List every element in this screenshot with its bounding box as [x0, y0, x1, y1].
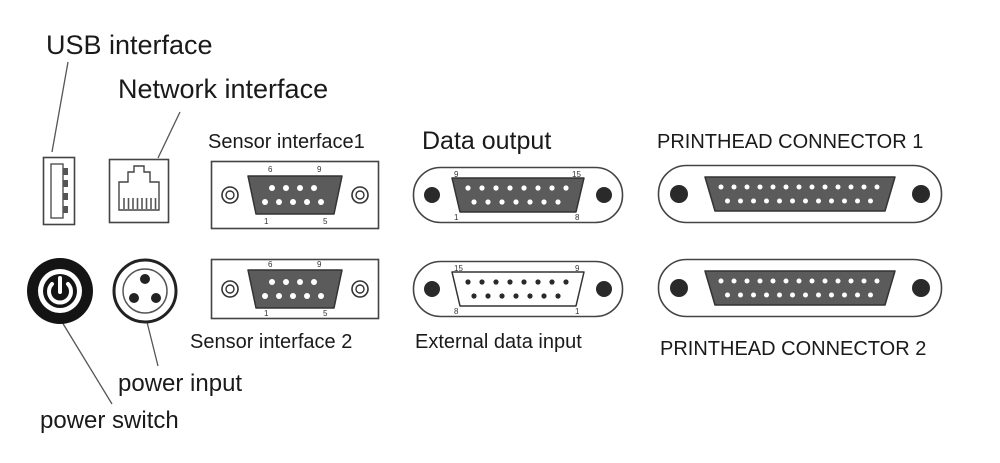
- pin: [796, 184, 802, 190]
- pin: [822, 184, 828, 190]
- data-output-label: Data output: [422, 127, 552, 155]
- pin: [725, 292, 730, 298]
- sensor-interface-2-connector: 6 9 1 5: [210, 258, 380, 320]
- pin: [738, 292, 743, 298]
- pin-label: 8: [454, 307, 459, 316]
- pin-label: 8: [575, 213, 580, 222]
- pin-label: 1: [264, 309, 269, 318]
- pin: [842, 198, 847, 204]
- data-output-connector: 9 15 1 8: [412, 166, 624, 224]
- pin-label: 9: [454, 170, 459, 179]
- power-input-leader-line: [145, 317, 159, 367]
- pin: [809, 278, 815, 284]
- pin: [855, 292, 860, 298]
- external-data-input-connector: 15 9 8 1: [412, 260, 624, 318]
- pin: [803, 292, 808, 298]
- pin: [751, 292, 756, 298]
- pin: [848, 278, 854, 284]
- pin: [744, 184, 750, 190]
- pin: [874, 278, 880, 284]
- pin: [829, 198, 834, 204]
- usb-leader-line: [51, 61, 69, 153]
- power-switch-label: power switch: [40, 407, 179, 434]
- pin-label: 6: [268, 165, 273, 174]
- sensor-interface-1-label: Sensor interface1: [208, 131, 365, 153]
- sensor-interface-2-label: Sensor interface 2: [190, 331, 353, 353]
- printhead-1-pins: [718, 184, 880, 204]
- pin-label: 9: [317, 260, 322, 269]
- pin: [809, 184, 815, 190]
- pin: [816, 292, 821, 298]
- pin: [822, 278, 828, 284]
- pin: [868, 292, 873, 298]
- usb-port-icon: [42, 156, 76, 226]
- pin: [738, 198, 743, 204]
- pin-label: 15: [572, 170, 581, 179]
- rj45-port-icon: [108, 158, 170, 224]
- pin: [770, 278, 776, 284]
- power-input-label: power input: [118, 370, 243, 397]
- pin: [848, 184, 854, 190]
- network-leader-line: [157, 111, 181, 159]
- pin: [731, 184, 737, 190]
- printhead-connector-2: [657, 258, 943, 318]
- pin: [718, 278, 724, 284]
- pin: [816, 198, 821, 204]
- external-data-input-label: External data input: [415, 331, 582, 353]
- pin-label: 5: [323, 217, 328, 226]
- pin-label: 15: [454, 264, 463, 273]
- pin-label: 5: [323, 309, 328, 318]
- pin: [751, 198, 756, 204]
- printhead-connector-1-label: PRINTHEAD CONNECTOR 1: [657, 131, 924, 153]
- sensor-interface-1-connector: 6 9 1 5: [210, 160, 380, 230]
- pin: [777, 198, 782, 204]
- pin-label: 6: [268, 260, 273, 269]
- power-socket-icon: [112, 258, 178, 324]
- pin: [764, 198, 769, 204]
- pin: [783, 184, 789, 190]
- usb-interface-label: USB interface: [46, 30, 213, 60]
- printhead-2-pins: [718, 278, 880, 298]
- pin-label: 9: [317, 165, 322, 174]
- printhead-connector-2-label: PRINTHEAD CONNECTOR 2: [660, 338, 927, 360]
- pin: [855, 198, 860, 204]
- pin: [783, 278, 789, 284]
- pin: [842, 292, 847, 298]
- pin: [718, 184, 724, 190]
- pin: [861, 184, 867, 190]
- pin: [725, 198, 730, 204]
- pin-label: 9: [575, 264, 580, 273]
- pin-label: 1: [264, 217, 269, 226]
- pin: [868, 198, 873, 204]
- pin: [764, 292, 769, 298]
- pin: [790, 198, 795, 204]
- pin: [757, 278, 763, 284]
- pin: [803, 198, 808, 204]
- pin: [744, 278, 750, 284]
- pin: [777, 292, 782, 298]
- pin: [770, 184, 776, 190]
- network-interface-label: Network interface: [118, 74, 329, 104]
- pin: [835, 184, 841, 190]
- pin: [757, 184, 763, 190]
- pin: [790, 292, 795, 298]
- pin: [835, 278, 841, 284]
- pin: [861, 278, 867, 284]
- pin: [731, 278, 737, 284]
- printhead-connector-1: [657, 164, 943, 224]
- pin: [874, 184, 880, 190]
- pin: [796, 278, 802, 284]
- power-button-icon: [27, 258, 93, 324]
- power-switch-leader-line: [61, 321, 113, 405]
- pin: [829, 292, 834, 298]
- pin-label: 1: [575, 307, 580, 316]
- pin-label: 1: [454, 213, 459, 222]
